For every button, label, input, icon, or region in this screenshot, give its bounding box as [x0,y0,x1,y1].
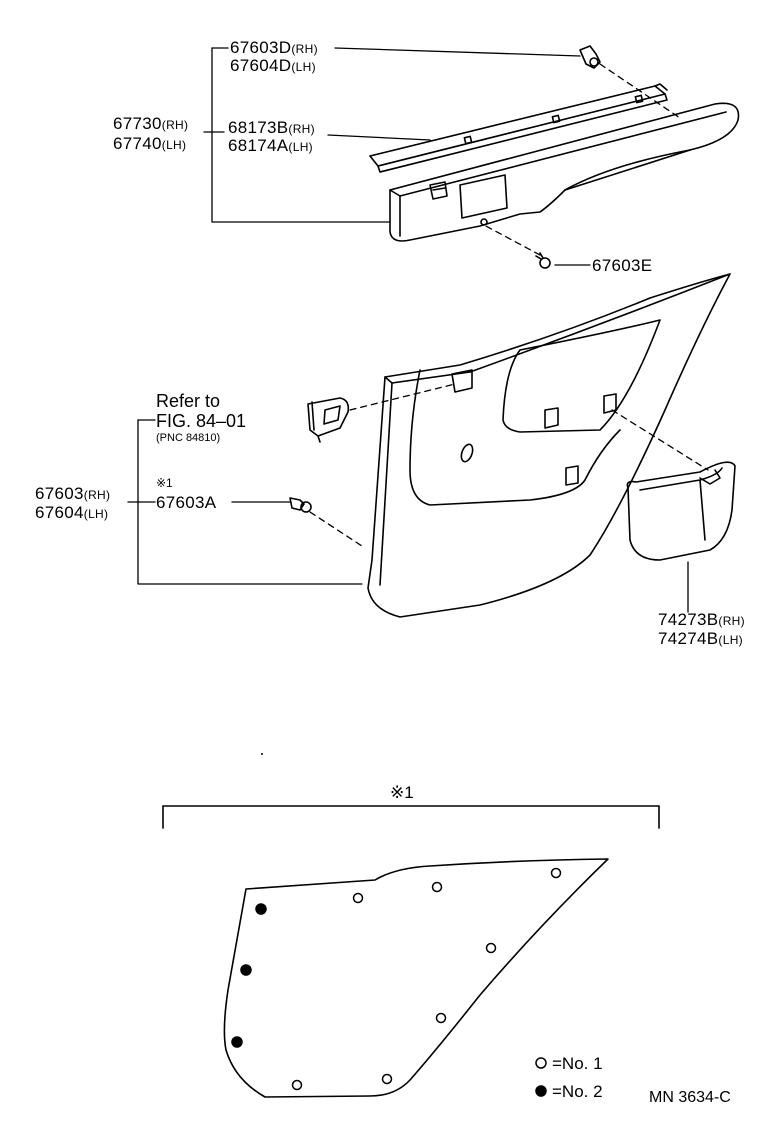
door-trim-panel [367,273,731,618]
hole-no1 [485,942,497,954]
trim-body [389,102,740,242]
diagram-code: MN 3634-C [649,1089,731,1106]
part-number-74273B: 74273B [658,610,718,629]
note-mark: ※1 [156,476,173,490]
hole-no1 [431,881,443,893]
screw-67603E-icon [535,252,551,269]
detail-bracket [162,805,660,829]
svg-text:67603(RH): 67603(RH) [35,484,110,503]
svg-text:67730(RH): 67730(RH) [113,114,188,133]
part-number-67730: 67730 [113,114,162,133]
clip-67603D-icon [579,45,601,69]
hole-no2 [255,903,267,915]
legend-no2-label: =No. 2 [552,1082,603,1101]
part-number-67603E: 67603E [592,256,652,275]
pnc-reference: (PNC 84810) [156,432,220,444]
detail-holes [231,867,562,1097]
moulding-strip [369,85,666,167]
svg-text:67604(LH): 67604(LH) [35,503,108,522]
hole-no1 [352,892,364,904]
svg-text:67604D(LH): 67604D(LH) [230,56,316,75]
svg-text:67603D(RH): 67603D(RH) [230,38,318,57]
speaker-grille-icon [626,461,736,561]
hole-no2 [231,1036,243,1048]
part-number-67604D: 67604D [230,56,291,75]
pull-handle-icon [307,397,350,443]
legend-no2-symbol [535,1085,547,1097]
hole-no1 [381,1073,393,1085]
svg-text:67740(LH): 67740(LH) [113,134,186,153]
part-number-67603A: 67603A [156,493,217,512]
dashed-lines [309,63,709,549]
refer-to-text: Refer to [156,391,220,411]
part-number-68173B: 68173B [228,118,288,137]
hole-no1 [291,1079,303,1091]
figure-reference: FIG. 84–01 [156,411,246,431]
part-number-67740: 67740 [113,134,162,153]
svg-text:68174A(LH): 68174A(LH) [228,136,313,155]
svg-text:74273B(RH): 74273B(RH) [658,610,745,629]
leader-lines [127,47,689,613]
svg-text:68173B(RH): 68173B(RH) [228,118,315,137]
armrest-trim-assembly [369,83,740,242]
part-number-67603D: 67603D [230,38,291,57]
part-number-67603: 67603 [35,484,84,503]
part-number-68174A: 68174A [228,136,289,155]
hole-no1 [550,867,562,879]
switch-pocket [459,174,508,219]
part-labels: 67603D(RH) 67604D(LH) 67730(RH) 67740(LH… [35,38,745,1106]
legend-no1-symbol [535,1057,547,1069]
part-number-67604: 67604 [35,503,84,522]
legend-no1-label: =No. 1 [552,1054,603,1073]
clip-67603A-icon [289,497,312,513]
detail-title: ※1 [390,783,414,802]
part-number-74274B: 74274B [658,629,718,648]
svg-text:74274B(LH): 74274B(LH) [658,629,743,648]
hole-no2 [240,964,252,976]
hole-no1 [435,1012,447,1024]
detail-panel-outline [223,858,609,1098]
